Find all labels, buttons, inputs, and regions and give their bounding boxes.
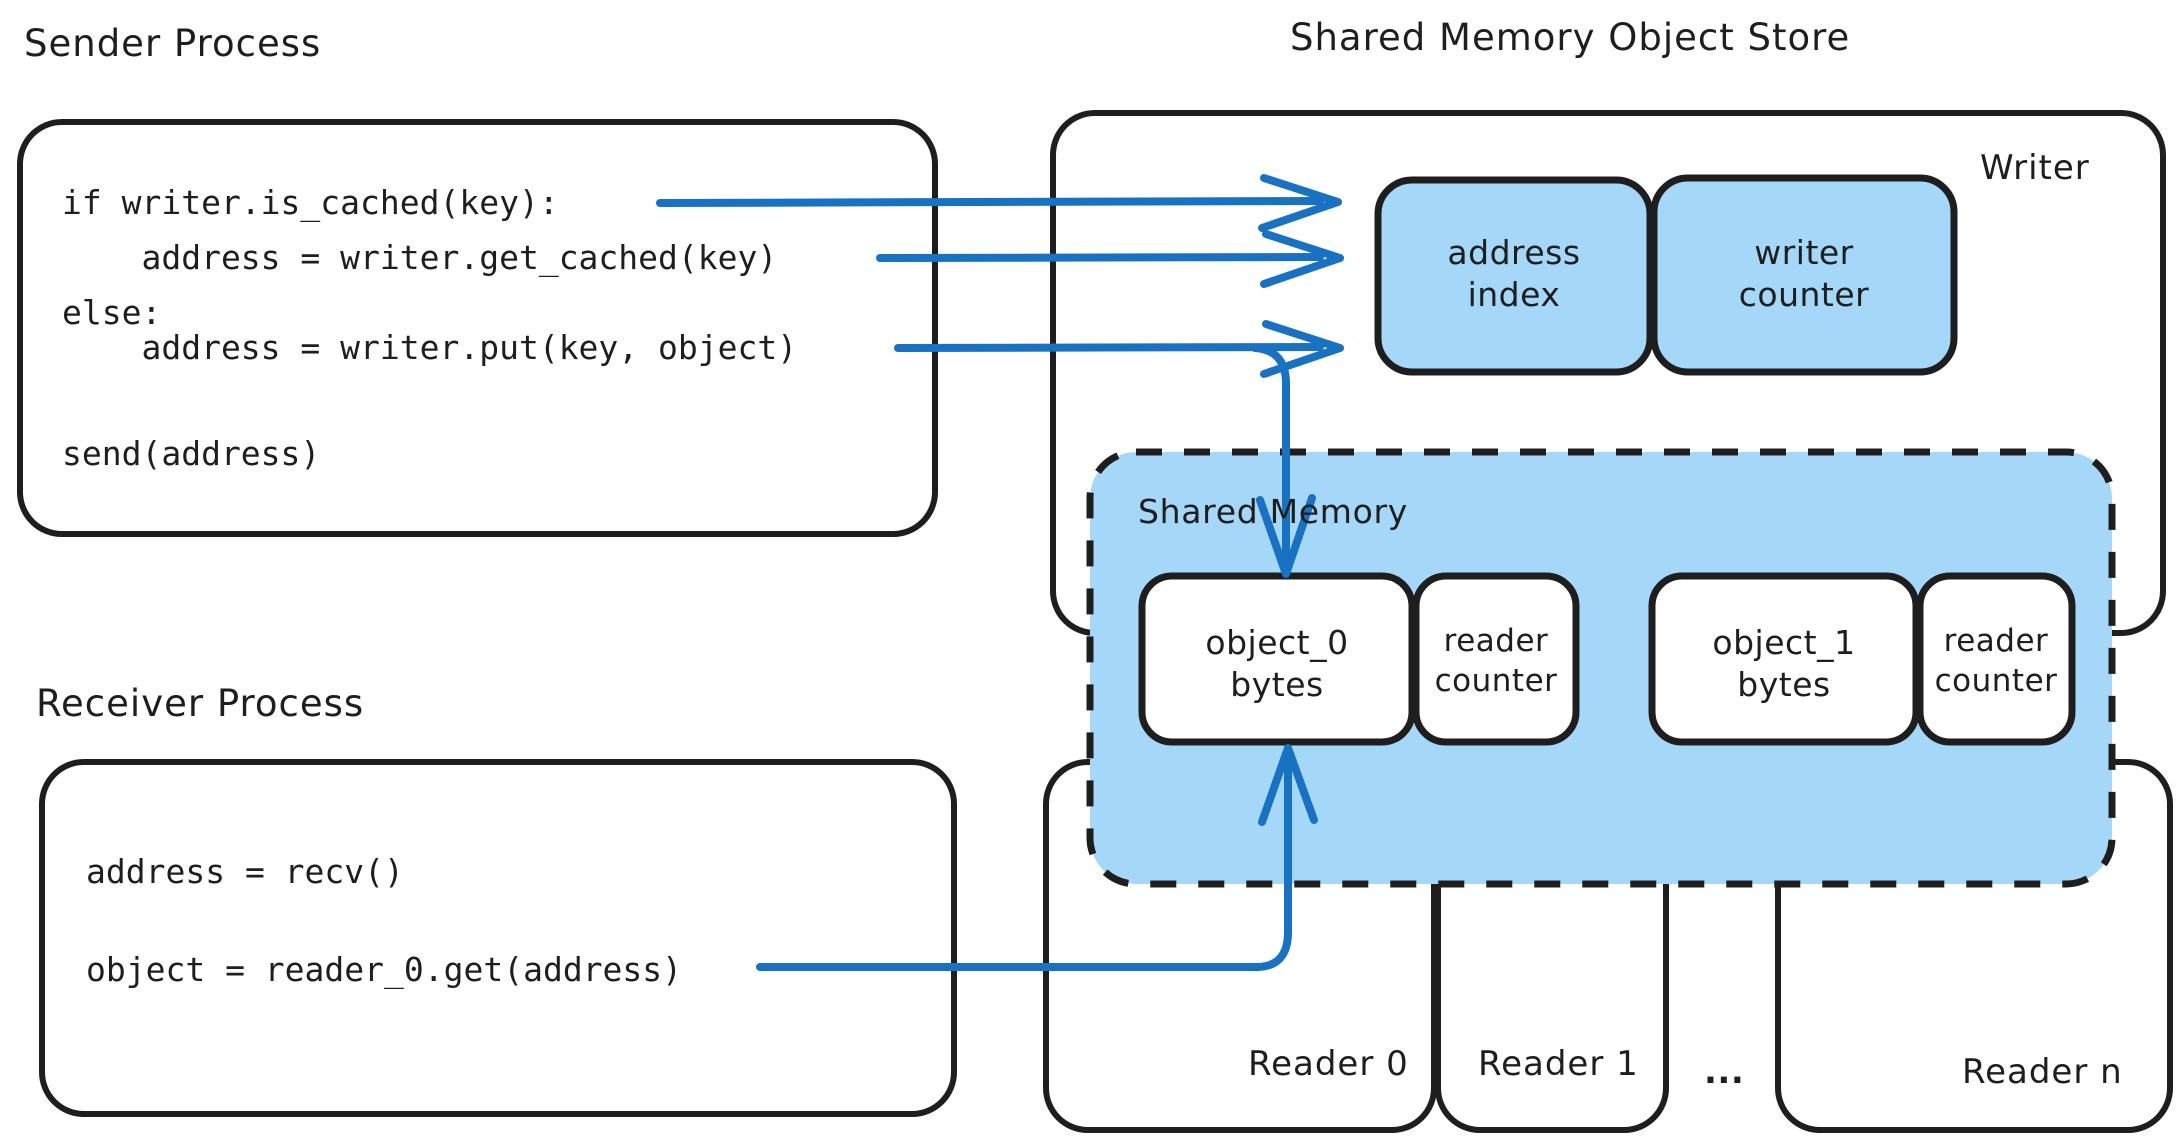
receiver-code-line-0: address = recv() <box>86 852 404 891</box>
shared-memory-region <box>1086 448 2116 888</box>
arrow-is-cached-head <box>1258 174 1342 232</box>
writer-label: Writer <box>1980 148 2090 188</box>
arrow-get-cached-head <box>1260 230 1344 288</box>
sender-code-line-3: address = writer.put(key, object) <box>62 328 798 367</box>
sender-code-box <box>17 119 938 537</box>
arrow-put-branch-head <box>1256 494 1316 578</box>
shared-memory-label: Shared Memory <box>1138 492 1408 531</box>
arrow-get-cached-to-address-index <box>876 253 1324 262</box>
arrow-put-to-address-index <box>894 343 1324 352</box>
sender-code-line-0: if writer.is_cached(key): <box>62 183 559 222</box>
sender-code-line-1: address = writer.get_cached(key) <box>62 238 778 277</box>
shared-memory-object-0-box <box>1138 572 1416 746</box>
arrow-put-branch-to-object-0 <box>1251 344 1290 564</box>
arrow-put-head <box>1260 320 1344 378</box>
shared-memory-object-1-box <box>1648 572 1920 746</box>
sender-code-line-2: else: <box>62 293 162 332</box>
store-heading: Shared Memory Object Store <box>1290 16 1851 59</box>
reader-label-n: Reader n <box>1962 1052 2123 1092</box>
reader-label-0: Reader 0 <box>1248 1044 1409 1084</box>
receiver-process-heading: Receiver Process <box>36 682 365 725</box>
shared-memory-reader-counter-1-box <box>1916 572 2076 746</box>
reader-label-ellipsis: ... <box>1704 1052 1745 1092</box>
shared-memory-reader-counter-0-box <box>1412 572 1580 746</box>
reader-label-1: Reader 1 <box>1478 1044 1639 1084</box>
writer-cell-writer-counter <box>1650 174 1958 376</box>
sender-code-line-4: send(address) <box>62 434 321 473</box>
sender-process-heading: Sender Process <box>24 22 322 65</box>
arrow-reader-get-to-object-0 <box>756 756 1292 971</box>
receiver-code-line-1: object = reader_0.get(address) <box>86 950 683 989</box>
receiver-code-box <box>39 759 957 1117</box>
writer-cell-address-index <box>1374 176 1654 376</box>
arrow-reader-get-head <box>1258 744 1318 826</box>
arrow-is-cached-to-address-index <box>656 197 1324 207</box>
